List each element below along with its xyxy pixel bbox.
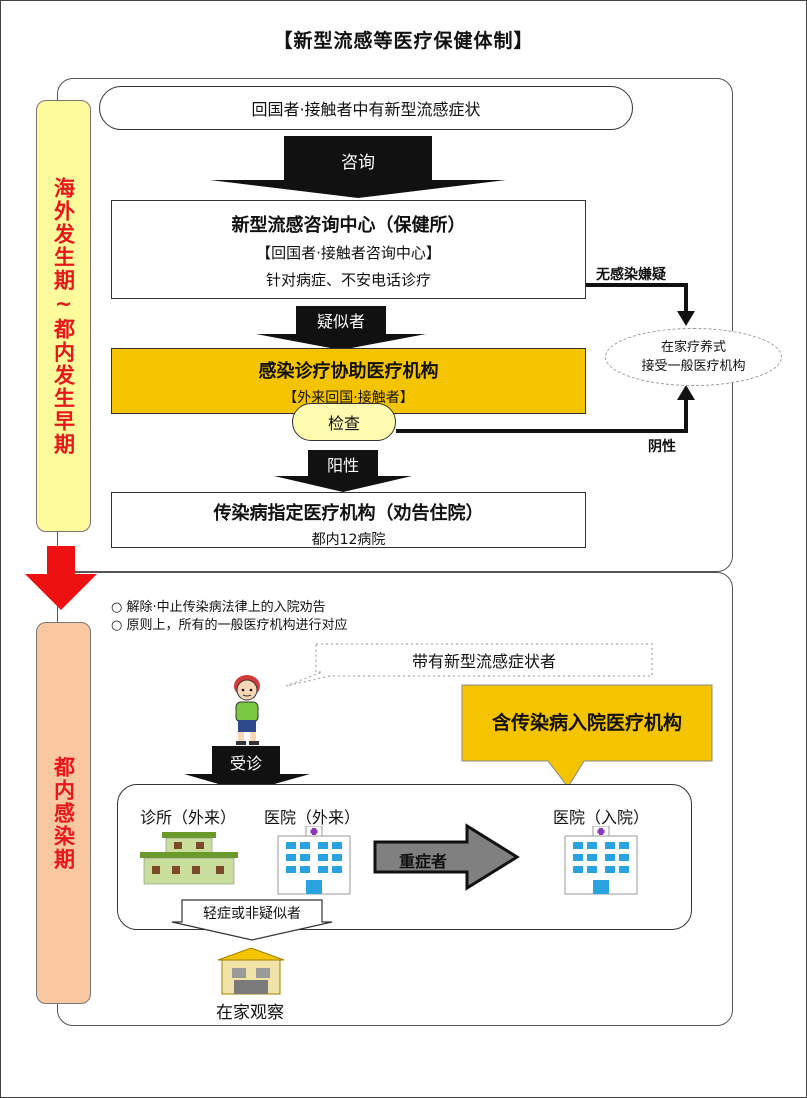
page-title: 【新型流感等医疗保健体制】	[273, 30, 534, 52]
arrow-visit-shape	[184, 746, 310, 792]
symptom-pill: 回国者·接触者中有新型流感症状	[99, 86, 633, 130]
house-icon	[217, 947, 285, 995]
home-care-line2: 接受一般医疗机构	[641, 359, 746, 374]
connector-lines	[396, 283, 695, 433]
phase-transition-arrow	[25, 546, 97, 610]
bullet-2: ○ 原则上，所有的一般医疗机构进行对应	[111, 614, 348, 633]
phase2-label: 都内感染期	[36, 622, 91, 1004]
mild-label: 轻症或非疑似者	[203, 906, 301, 922]
hospital-icon	[277, 826, 351, 895]
hospital-callout-shape	[461, 684, 713, 788]
home-observation-label: 在家观察	[216, 1003, 284, 1023]
clinic-building-icon	[140, 832, 238, 885]
home-care-line1: 在家疗养式	[660, 340, 726, 355]
consult-center-subtitle: 【回国者·接触者咨询中心】	[256, 244, 441, 262]
phase1-label: 海外发生期~都内发生早期	[36, 100, 91, 532]
arrow-consult-shape	[210, 136, 506, 198]
severe-label: 重症者	[398, 852, 447, 871]
check-text: 检查	[327, 414, 360, 433]
bullet-2-text: 原则上，所有的一般医疗机构进行对应	[126, 618, 348, 633]
arrow-positive-label: 阳性	[326, 456, 359, 475]
home-care-ellipse: 在家疗养式 接受一般医疗机构	[605, 328, 782, 386]
hospital-outpatient-label: 医院（外来）	[264, 808, 361, 827]
phase1-text: 海外发生期~都内发生早期	[51, 176, 76, 456]
person-icon	[234, 675, 260, 745]
consult-center-box: 新型流感咨询中心（保健所） 【回国者·接触者咨询中心】 针对病症、不安电话诊疗	[111, 200, 586, 299]
no-suspect-label: 无感染嫌疑	[596, 267, 666, 283]
mild-arrow-shape	[171, 899, 333, 941]
arrow-suspect-label: 疑似者	[316, 312, 365, 331]
designated-institution-desc: 都内12病院	[311, 532, 386, 548]
negative-label: 阴性	[648, 439, 676, 455]
arrow-positive-shape	[274, 450, 412, 492]
arrow-visit-label: 受诊	[229, 754, 262, 773]
hospital-icon	[564, 826, 638, 895]
assist-institution-title: 感染诊疗协助医疗机构	[258, 361, 439, 382]
phase2-text: 都内感染期	[51, 755, 76, 871]
symptom-text: 回国者·接触者中有新型流感症状	[251, 100, 481, 119]
hospital-inpatient-label: 医院（入院）	[553, 808, 650, 827]
designated-institution-box: 传染病指定医疗机构（劝告住院） 都内12病院	[111, 492, 586, 548]
bullet-circle-icon: ○	[111, 618, 123, 633]
bullet-circle-icon: ○	[111, 600, 123, 615]
consult-center-desc: 针对病症、不安电话诊疗	[265, 271, 431, 289]
arrow-suspect-shape	[256, 306, 426, 350]
consult-center-title: 新型流感咨询中心（保健所）	[231, 215, 466, 236]
check-pill: 检查	[292, 403, 396, 441]
patient-callout-text: 带有新型流感症状者	[411, 652, 556, 671]
bullet-1: ○ 解除·中止传染病法律上的入院劝告	[111, 596, 326, 615]
assist-institution-subtitle: 【外来回国·接触者】	[283, 390, 414, 406]
clinic-label: 诊所（外来）	[140, 808, 237, 827]
bullet-1-text: 解除·中止传染病法律上的入院劝告	[126, 600, 326, 615]
designated-institution-title: 传染病指定医疗机构（劝告住院）	[213, 503, 484, 524]
arrow-consult-label: 咨询	[341, 152, 375, 173]
severe-arrow-shape	[373, 823, 520, 891]
patient-callout-shape	[285, 643, 653, 687]
hospital-callout-text: 含传染病入院医疗机构	[491, 712, 682, 734]
